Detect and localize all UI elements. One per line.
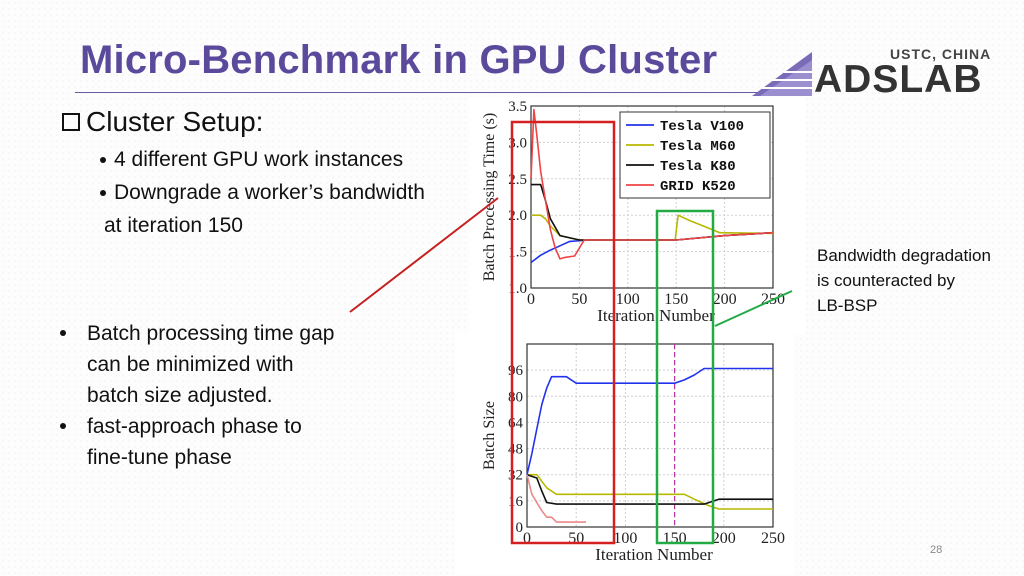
legend-entry: Tesla K80 <box>660 159 736 175</box>
cluster-setup-label: Cluster Setup: <box>86 106 264 137</box>
y-tick-label: 48 <box>508 442 523 458</box>
title-underline <box>75 92 805 93</box>
bullet-dot-icon <box>60 330 66 336</box>
plot-frame <box>530 105 774 289</box>
building-icon <box>752 52 812 96</box>
setup-item-continuation: at iteration 150 <box>104 214 243 237</box>
x-tick-label: 150 <box>664 291 688 308</box>
x-tick-label: 50 <box>571 291 587 308</box>
x-tick-label: 100 <box>616 291 640 308</box>
x-tick-label: 200 <box>713 291 737 308</box>
bullet-batch-time: Batch processing time gap can be minimiz… <box>60 318 334 411</box>
series-line-worker-1 <box>526 367 773 475</box>
setup-item: 4 different GPU work instances <box>100 148 403 172</box>
red-highlight-box <box>510 120 616 545</box>
legend-box <box>619 111 771 199</box>
series-line-worker-3 <box>526 473 773 505</box>
slide-title: Micro-Benchmark in GPU Cluster <box>80 38 718 82</box>
green-callout-line <box>714 290 793 327</box>
x-tick-label: 50 <box>568 530 584 547</box>
x-axis-label: Iteration Number <box>595 545 713 564</box>
green-highlight-box <box>655 209 715 545</box>
legend-entry: Tesla M60 <box>660 139 736 155</box>
series-line-worker-2 <box>527 473 773 510</box>
y-tick-label: 16 <box>508 494 524 510</box>
logo-wordmark: ADSLAB <box>814 58 983 101</box>
legend-entry: GRID K520 <box>660 179 736 195</box>
x-tick-label: 0 <box>527 291 535 308</box>
bullet-dot-icon <box>100 157 106 164</box>
logo-subtitle: USTC, CHINA <box>890 46 992 62</box>
y-axis-label: Batch Processing Time (s) <box>481 113 498 281</box>
y-tick-label: 32 <box>508 468 523 484</box>
legend-entry: Tesla V100 <box>660 119 744 135</box>
adslab-logo: USTC, CHINA ADSLAB <box>748 44 1013 101</box>
bandwidth-note: Bandwidth degradation is counteracted by… <box>817 246 991 315</box>
bullet-fast-approach: fast-approach phase to fine-tune phase <box>60 411 302 473</box>
page-number: 28 <box>930 544 943 556</box>
plot-frame <box>526 343 774 528</box>
y-tick-label: 64 <box>508 415 524 431</box>
square-bullet-icon <box>62 113 80 131</box>
x-tick-label: 250 <box>761 530 785 547</box>
x-tick-label: 0 <box>523 530 531 547</box>
y-tick-label: 80 <box>508 389 523 405</box>
x-tick-label: 100 <box>613 530 637 547</box>
y-tick-label: 3.5 <box>508 99 527 115</box>
y-tick-label: 0 <box>516 520 524 536</box>
series-line-worker-4 <box>526 474 586 523</box>
red-callout-line <box>349 197 499 313</box>
cluster-setup-heading: Cluster Setup: <box>62 106 263 138</box>
batch-time-chart: 0501001502002501.01.52.02.53.03.5Iterati… <box>481 99 785 325</box>
bullet-dot-icon <box>100 190 106 197</box>
setup-item: Downgrade a worker’s bandwidth <box>100 181 425 205</box>
x-tick-label: 200 <box>712 530 736 547</box>
bullet-dot-icon <box>60 423 66 429</box>
series-line-grid-k520 <box>530 108 774 260</box>
y-tick-label: 96 <box>508 363 524 379</box>
y-axis-label: Batch Size <box>481 401 498 470</box>
